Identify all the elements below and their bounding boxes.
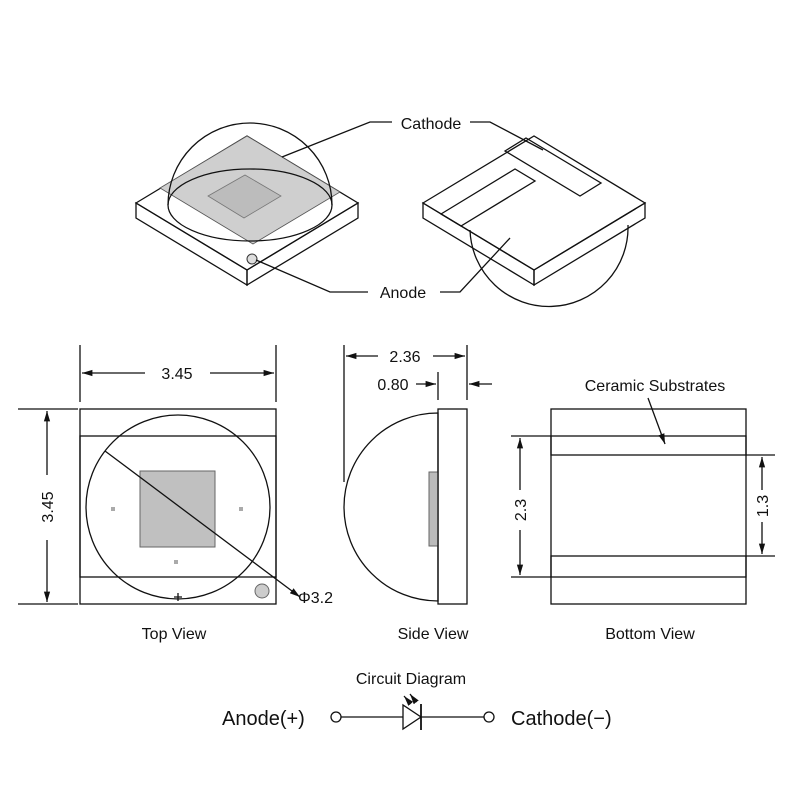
side-total-label: 2.36 bbox=[389, 349, 420, 366]
cathode-callout: Cathode bbox=[401, 116, 462, 133]
side-view bbox=[343, 408, 468, 605]
circuit-anode-label: Anode(+) bbox=[222, 708, 305, 730]
bottom-pad-span-label: 2.3 bbox=[513, 499, 530, 521]
bottom-view bbox=[550, 408, 747, 605]
ceramic-callout: Ceramic Substrates bbox=[585, 378, 726, 395]
iso-bottom-package bbox=[421, 135, 647, 308]
top-height-label: 3.45 bbox=[40, 491, 57, 522]
side-body-label: 0.80 bbox=[377, 377, 408, 394]
circuit-cathode-label: Cathode(−) bbox=[511, 708, 612, 730]
led-symbol bbox=[330, 693, 495, 731]
iso-top-package bbox=[134, 122, 360, 287]
bottom-view-caption: Bottom View bbox=[605, 626, 695, 643]
lens-diameter-label: Φ3.2 bbox=[298, 590, 333, 607]
anode-callout: Anode bbox=[380, 285, 426, 302]
side-view-caption: Side View bbox=[398, 626, 469, 643]
top-view-caption: Top View bbox=[142, 626, 207, 643]
top-view bbox=[79, 408, 301, 605]
bottom-center-label: 1.3 bbox=[755, 495, 772, 517]
top-width-label: 3.45 bbox=[161, 366, 192, 383]
circuit-title: Circuit Diagram bbox=[356, 671, 466, 688]
